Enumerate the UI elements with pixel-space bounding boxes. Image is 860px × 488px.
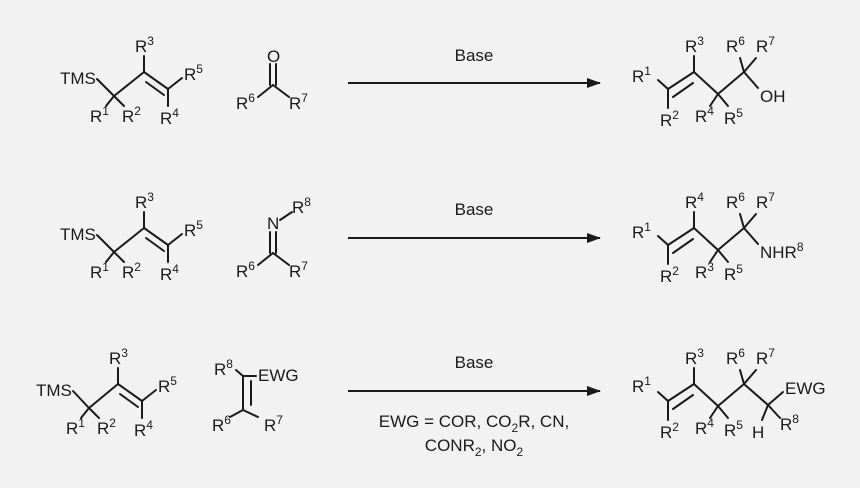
atom-label: EWG	[258, 366, 299, 385]
atom-label: TMS	[60, 69, 96, 88]
atom-label: R6	[726, 190, 745, 212]
atom-label: R5	[724, 418, 743, 440]
atom-label: R1	[632, 64, 651, 86]
carbonyl-structure	[257, 63, 290, 98]
atom-label: R5	[184, 62, 203, 84]
atom-label: R5	[724, 262, 743, 284]
atom-label: EWG	[785, 379, 826, 398]
atom-label: R7	[264, 413, 283, 435]
atom-label: TMS	[60, 225, 96, 244]
atom-label: R4	[160, 262, 179, 284]
atom-label: R6	[236, 91, 255, 113]
reaction-condition: Base	[455, 200, 494, 219]
atom-label: TMS	[36, 381, 72, 400]
atom-label: R1	[632, 220, 651, 242]
atom-label: R4	[134, 418, 153, 440]
structure-labels: TMS R1 R2 R3 R4 R5 O R6 R7 R1 R2 R3 R4 R…	[60, 34, 786, 130]
atom-label: R6	[212, 413, 231, 435]
atom-label: R4	[695, 104, 714, 126]
atom-label: NHR8	[760, 240, 804, 262]
atom-label: R8	[292, 195, 311, 217]
atom-label: R2	[122, 260, 141, 282]
conjugate-adduct-structure	[657, 367, 784, 421]
atom-label: R2	[660, 108, 679, 130]
atom-label: R4	[695, 416, 714, 438]
atom-label: R4	[685, 190, 704, 212]
atom-label: R7	[756, 346, 775, 368]
atom-label: H	[752, 423, 764, 442]
allylsilane-structure	[96, 55, 183, 107]
atom-label: R8	[780, 412, 799, 434]
atom-label: O	[267, 47, 280, 66]
atom-label: R3	[135, 190, 154, 212]
acceptor-alkene-structure	[229, 369, 259, 418]
ewg-definition-line-2: CONR2, NO2	[425, 436, 524, 459]
atom-label: R5	[184, 218, 203, 240]
ewg-definition-line-1: EWG = COR, CO2R, CN,	[379, 412, 569, 435]
atom-label: R7	[289, 259, 308, 281]
imine-structure	[257, 211, 293, 266]
atom-label: R7	[756, 190, 775, 212]
atom-label: OH	[760, 87, 786, 106]
atom-label: R2	[122, 104, 141, 126]
homoallylic-amine-structure	[657, 211, 759, 265]
allylsilane-structure	[96, 211, 183, 263]
atom-label: R2	[660, 420, 679, 442]
atom-label: R2	[660, 264, 679, 286]
atom-label: R3	[695, 260, 714, 282]
allylsilane-structure	[72, 367, 157, 419]
reaction-1: Base TMS R1 R2 R3 R4 R5 O R6 R7 R1 R2 R3…	[60, 34, 786, 130]
atom-label: R7	[289, 91, 308, 113]
atom-label: R1	[632, 374, 651, 396]
atom-label: R7	[756, 34, 775, 56]
atom-label: R6	[726, 34, 745, 56]
atom-label: R5	[724, 106, 743, 128]
atom-label: R3	[685, 34, 704, 56]
atom-label: R1	[90, 104, 109, 126]
structure-labels: TMS R1 R2 R3 R4 R5 N R8 R6 R7 R1 R2 R3 R…	[60, 190, 804, 286]
atom-label: R8	[214, 357, 233, 379]
reaction-condition: Base	[455, 46, 494, 65]
atom-label: R3	[109, 346, 128, 368]
reaction-3: Base EWG = COR, CO2R, CN, CONR2, NO2 TMS…	[36, 346, 826, 459]
atom-label: N	[267, 214, 279, 233]
atom-label: R1	[90, 260, 109, 282]
atom-label: R3	[685, 346, 704, 368]
reaction-2: Base TMS R1 R2 R3 R4 R5 N R8 R6 R7 R1 R2…	[60, 190, 804, 286]
structure-labels: TMS R1 R2 R3 R4 R5 R8 EWG R6 R7 R1 R2 R3…	[36, 346, 826, 442]
reaction-condition: Base	[455, 353, 494, 372]
homoallylic-alcohol-structure	[657, 55, 759, 109]
atom-label: R1	[66, 416, 85, 438]
atom-label: R2	[97, 416, 116, 438]
atom-label: R5	[158, 374, 177, 396]
atom-label: R6	[236, 259, 255, 281]
atom-label: R6	[726, 346, 745, 368]
atom-label: R4	[160, 106, 179, 128]
atom-label: R3	[135, 34, 154, 56]
